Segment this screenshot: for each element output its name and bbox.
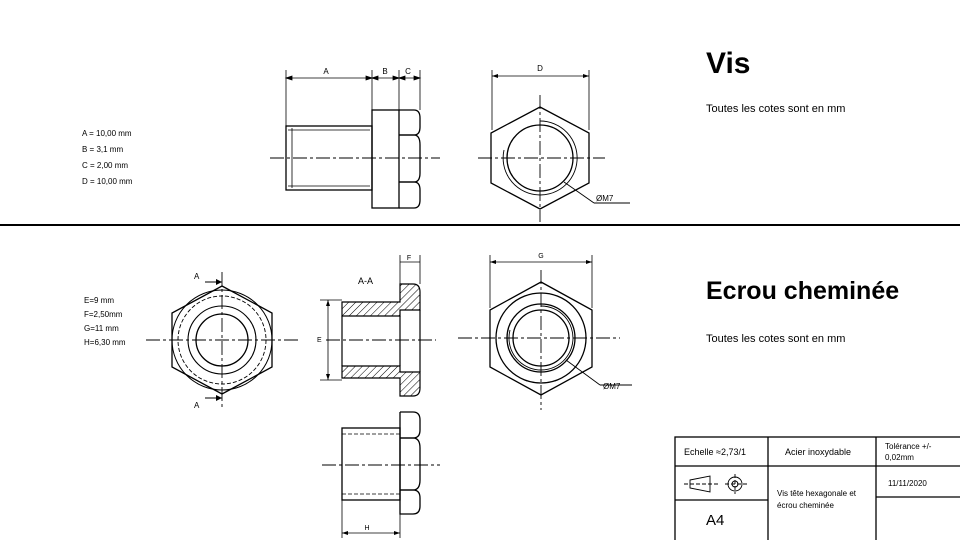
dim-b-value: B = 3,1 mm [82,145,124,154]
dim-e-value: E=9 mm [84,296,115,305]
material-cell: Acier inoxydable [785,447,852,457]
format-cell: A4 [706,512,725,529]
description-cell: Vis tête hexagonale et écrou cheminée [777,489,857,510]
dim-c-value: C = 2,00 mm [82,161,129,170]
dim-label-a: A [323,67,329,76]
title-block [674,436,960,540]
dim-label-d: D [537,64,543,73]
section-view-label: A-A [358,276,373,286]
screw-side-view [270,109,440,209]
dim-label-g: G [538,253,543,260]
dim-label-c: C [405,67,411,76]
date-cell: 11/11/2020 [888,479,927,488]
dim-f-value: F=2,50mm [84,310,123,319]
nut-thread-label: ØM7 [603,382,621,391]
nut-section-view [320,255,436,397]
ecrou-units-note: Toutes les cotes sont en mm [706,333,846,345]
ecrou-dimensions-list: E=9 mm F=2,50mm G=11 mm H=6,30 mm [84,294,126,350]
dim-label-b: B [382,67,387,76]
section-marker-bottom: A [194,401,200,410]
dim-h-value: H=6,30 mm [84,338,126,347]
dim-label-e: E [317,337,322,344]
dim-label-f: F [407,255,411,262]
scale-cell: Echelle ≈2,73/1 [684,447,746,457]
vis-dimensions-list: A = 10,00 mm B = 3,1 mm C = 2,00 mm D = … [82,126,132,190]
tolerance-cell: Tolérance +/- 0,02mm [885,442,932,462]
dim-g-value: G=11 mm [84,324,119,333]
vis-units-note: Toutes les cotes sont en mm [706,103,846,115]
vis-title: Vis [706,47,751,80]
nut-right-view [458,255,632,410]
screw-thread-label: ØM7 [596,194,614,203]
nut-front-view [146,272,300,408]
nut-side-view [322,411,440,538]
dim-a-value: A = 10,00 mm [82,129,132,138]
ecrou-title: Ecrou cheminée [706,277,900,305]
dim-label-h: H [364,525,369,532]
section-marker-top: A [194,272,200,281]
screw-front-view [478,70,630,222]
dim-d-value: D = 10,00 mm [82,177,133,186]
screw-dimension-lines [284,70,422,126]
projection-symbol [684,474,747,494]
